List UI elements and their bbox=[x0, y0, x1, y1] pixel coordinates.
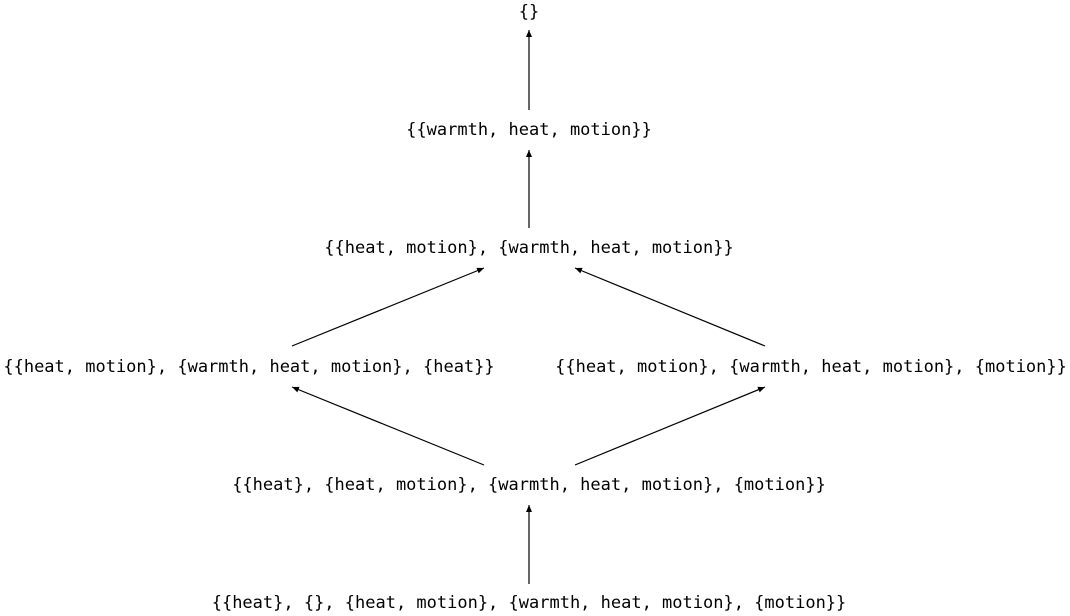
node-level-4: {{heat}, {heat, motion}, {warmth, heat, … bbox=[232, 475, 826, 495]
node-empty-set: {} bbox=[518, 2, 540, 22]
edge-n3b-n2 bbox=[574, 267, 766, 347]
node-level-3-right: {{heat, motion}, {warmth, heat, motion},… bbox=[555, 357, 1067, 377]
node-level-2: {{heat, motion}, {warmth, heat, motion}} bbox=[324, 238, 734, 258]
node-level-3-left: {{heat, motion}, {warmth, heat, motion},… bbox=[3, 357, 495, 377]
edge-n3a-n2 bbox=[291, 267, 485, 347]
node-level-1: {{warmth, heat, motion}} bbox=[406, 120, 652, 140]
edge-n4-n3b bbox=[574, 386, 766, 466]
node-level-5-bottom: {{heat}, {}, {heat, motion}, {warmth, he… bbox=[211, 593, 847, 613]
edge-n4-n3a bbox=[291, 386, 485, 466]
